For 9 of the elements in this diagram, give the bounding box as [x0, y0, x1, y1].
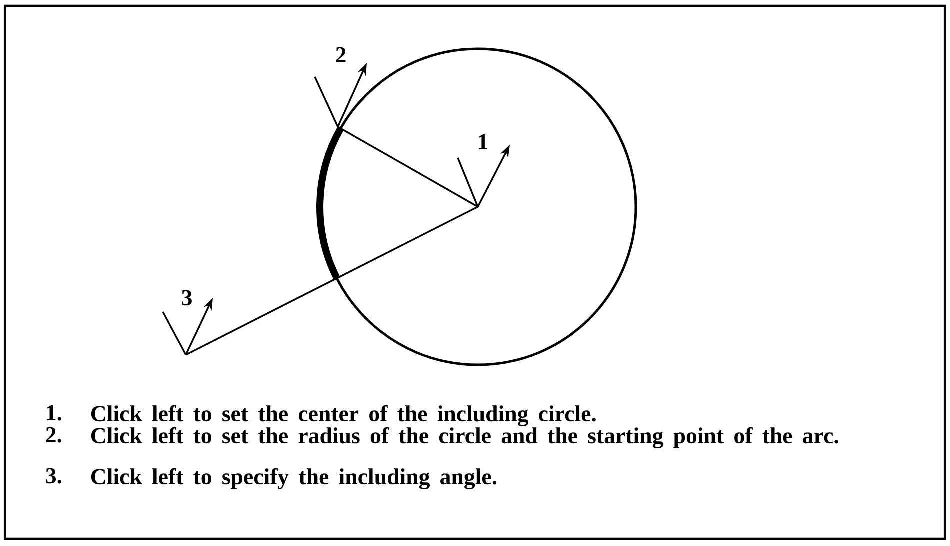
list-number: 3.	[46, 468, 62, 484]
list-number: 2.	[46, 427, 62, 443]
instruction-text: Click left to set the radius of the circle and the starting point of the arc.	[91, 427, 838, 448]
callout-number: 1	[479, 134, 488, 150]
list-number: 1.	[47, 405, 62, 421]
callout-number: 2	[336, 47, 346, 63]
callout-number: 3	[182, 290, 192, 306]
instruction-text: Click left to specify the including angle.	[91, 468, 497, 490]
instruction-text: Click left to set the center of the including circle.	[91, 405, 596, 426]
